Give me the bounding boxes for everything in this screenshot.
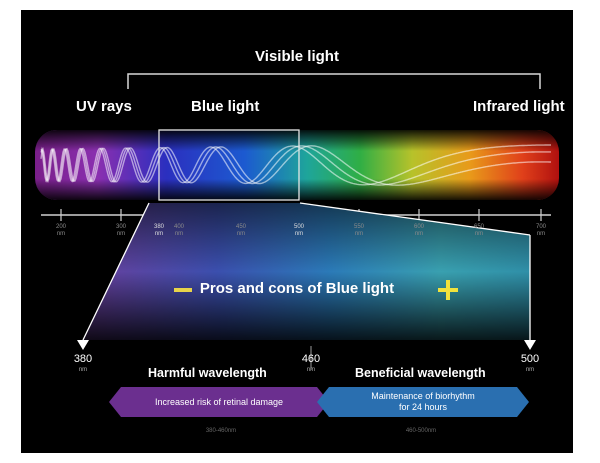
right-arrowhead bbox=[524, 340, 536, 350]
beneficial-description: Maintenance of biorhythm for 24 hours bbox=[371, 391, 475, 412]
wave-line bbox=[40, 144, 551, 186]
harmful-wavelength-title: Harmful wavelength bbox=[148, 366, 267, 380]
uv-rays-label: UV rays bbox=[76, 98, 132, 115]
infrared-light-label: Infrared light bbox=[473, 98, 565, 115]
left-arrowhead bbox=[77, 340, 89, 350]
blue-light-label: Blue light bbox=[191, 98, 260, 115]
spectrum-graphic bbox=[35, 73, 559, 417]
wave-lines bbox=[40, 144, 551, 186]
infographic-canvas: Visible light UV rays Blue light Infrare… bbox=[21, 10, 573, 453]
beneficial-arrow bbox=[317, 387, 529, 417]
beneficial-wavelength-title: Beneficial wavelength bbox=[355, 366, 486, 380]
visible-light-title: Visible light bbox=[255, 48, 339, 65]
harmful-range: 380-460nm bbox=[205, 428, 237, 434]
visible-light-bracket bbox=[127, 73, 541, 89]
pros-cons-heading: Pros and cons of Blue light bbox=[199, 280, 395, 297]
harmful-description: Increased risk of retinal damage bbox=[154, 397, 284, 407]
blue-light-highlight-box bbox=[158, 129, 300, 201]
wave-line bbox=[40, 145, 551, 186]
minus-symbol bbox=[174, 288, 192, 292]
harmful-arrow bbox=[109, 387, 329, 417]
beneficial-range: 460-500nm bbox=[405, 428, 437, 434]
